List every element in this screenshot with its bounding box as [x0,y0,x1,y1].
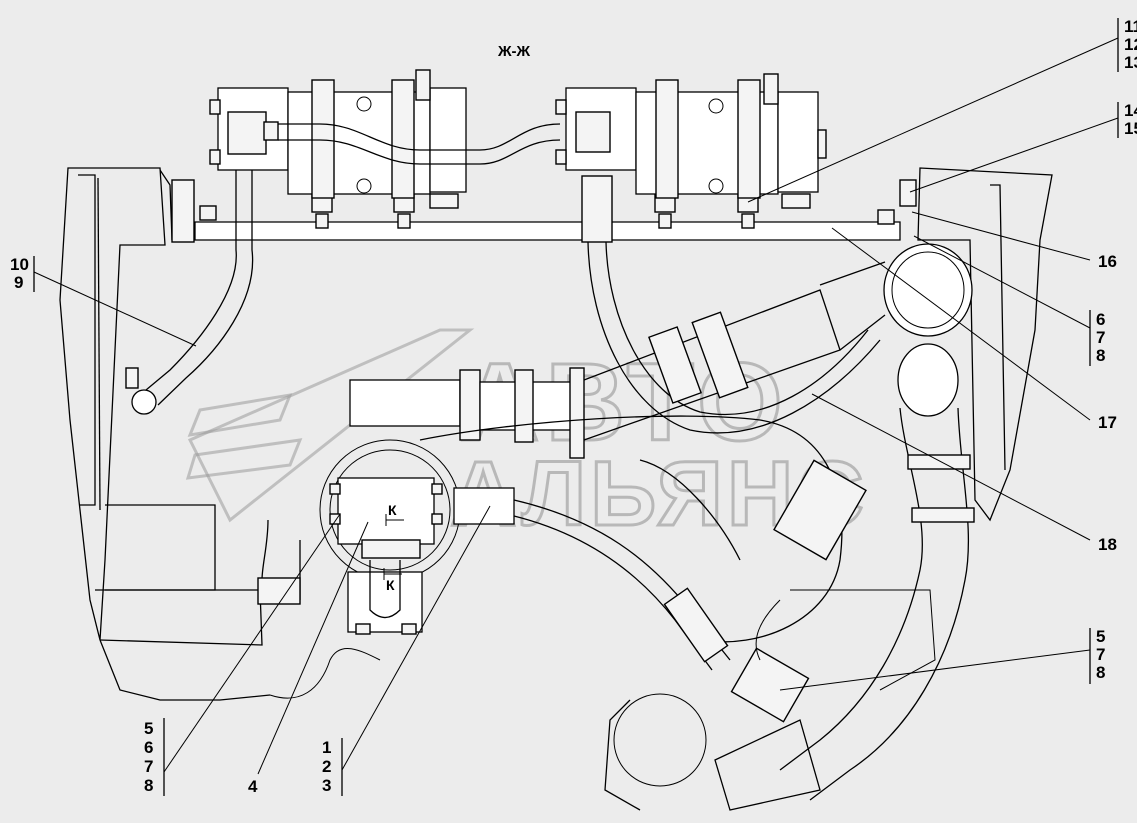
svg-text:7: 7 [1096,328,1105,347]
callout-5-8-right: 5 7 8 [779,627,1105,691]
svg-text:5: 5 [1096,627,1105,646]
svg-text:13: 13 [1124,53,1137,72]
callout-4: 4 [248,521,369,796]
callout-1-3: 1 2 3 [322,505,491,796]
svg-text:10: 10 [10,255,29,274]
callout-18: 18 [811,393,1117,554]
hose-center [581,175,881,434]
callout-10-9: 10 9 [10,255,197,347]
filter-unit-left [209,69,467,209]
svg-text:15: 15 [1124,119,1137,138]
mounting-bar [194,191,901,241]
svg-text:16: 16 [1098,252,1117,271]
frame-left [59,167,271,701]
section-mark-upper: К [388,502,397,518]
svg-text:7: 7 [144,757,153,776]
svg-text:6: 6 [1096,310,1105,329]
hose-left [125,170,254,415]
svg-text:12: 12 [1124,35,1137,54]
svg-text:8: 8 [1096,346,1105,365]
svg-text:7: 7 [1096,645,1105,664]
callout-17: 17 [831,227,1117,432]
svg-text:8: 8 [1096,663,1105,682]
callout-6-8: 6 7 8 [913,235,1105,366]
section-mark-lower: К [386,577,395,593]
svg-text:11: 11 [1124,17,1137,36]
pump-housing [319,415,867,643]
svg-text:4: 4 [248,777,258,796]
filter-unit-right [555,73,827,209]
callout-5-8-left: 5 6 7 8 [144,513,341,796]
svg-text:17: 17 [1098,413,1117,432]
section-title: Ж-Ж [497,43,531,60]
callout-11-13: 11 12 13 [747,17,1137,203]
svg-text:9: 9 [14,273,23,292]
svg-text:18: 18 [1098,535,1117,554]
flange-pipe [349,289,841,459]
callout-16: 16 [911,211,1117,271]
callout-14-15: 14 15 [909,101,1137,193]
lower-pipe [513,499,810,811]
svg-text:5: 5 [144,719,153,738]
svg-text:14: 14 [1124,101,1137,120]
svg-text:6: 6 [144,738,153,757]
svg-text:1: 1 [322,738,331,757]
connecting-pipe [278,123,561,165]
elbow-pipe-right [714,243,975,811]
lower-body-outline [269,589,936,699]
svg-text:3: 3 [322,776,331,795]
valve-block: К К [257,477,515,635]
svg-text:8: 8 [144,776,153,795]
svg-text:2: 2 [322,757,331,776]
frame-right [899,167,1053,522]
